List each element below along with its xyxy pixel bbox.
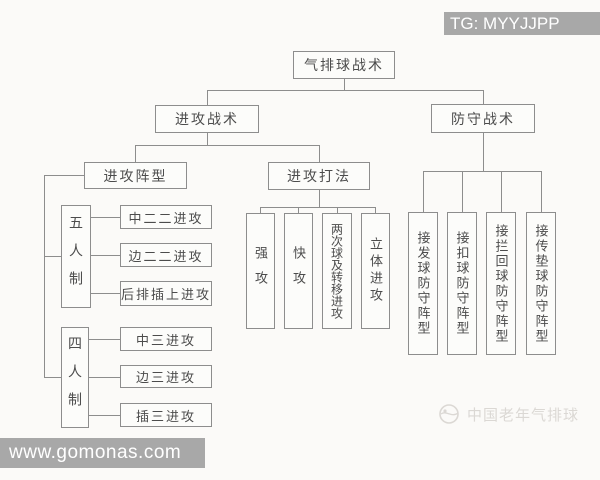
node-side-3-attack: 边三进攻: [120, 365, 212, 388]
connector-line: [207, 90, 208, 105]
brand-watermark-text: 中国老年气排球: [467, 406, 580, 424]
connector-line: [207, 90, 484, 91]
connector-line: [44, 175, 84, 176]
node-back-row-insert-attack: 后排插上进攻: [120, 281, 212, 306]
connector-line: [541, 171, 542, 212]
connector-line: [344, 79, 345, 90]
node-middle-3-attack: 中三进攻: [120, 327, 212, 351]
node-power-attack: 强攻: [246, 213, 275, 329]
node-side-2-2-attack: 边二二进攻: [120, 243, 212, 267]
watermark-top-right: TG: MYYJJPP: [444, 12, 600, 35]
connector-line: [91, 255, 120, 256]
connector-line: [89, 377, 120, 378]
connector-line: [207, 133, 208, 145]
connector-line: [337, 207, 338, 213]
connector-line: [44, 175, 45, 377]
connector-line: [135, 145, 136, 162]
connector-line: [375, 207, 376, 213]
node-middle-2-2-attack: 中二二进攻: [120, 205, 212, 229]
node-four-player-system: 四人制: [61, 327, 89, 428]
node-insert-3-attack: 插三进攻: [120, 403, 212, 427]
node-block-rebound-defense: 接拦回球防守阵型: [486, 212, 516, 355]
node-offense-methods: 进攻打法: [268, 162, 370, 190]
node-root: 气排球战术: [293, 51, 395, 79]
connector-line: [298, 207, 299, 213]
connector-line: [462, 171, 463, 212]
connector-line: [91, 293, 120, 294]
connector-line: [44, 377, 61, 378]
connector-line: [260, 207, 376, 208]
node-pass-dig-defense: 接传垫球防守阵型: [526, 212, 556, 355]
connector-line: [89, 339, 120, 340]
node-defense-tactics: 防守战术: [431, 104, 535, 133]
connector-line: [483, 90, 484, 104]
watermark-site-url: www.gomonas.com: [0, 438, 205, 468]
connector-line: [319, 145, 320, 162]
node-offense-formation: 进攻阵型: [84, 162, 187, 189]
node-serve-receive-defense: 接发球防守阵型: [408, 212, 438, 355]
node-offense-tactics: 进攻战术: [155, 105, 259, 133]
connector-line: [501, 171, 502, 212]
connector-line: [91, 217, 120, 218]
node-second-ball-transfer-attack: 两次球及转移进攻: [322, 213, 352, 329]
connector-line: [423, 171, 424, 212]
connector-line: [135, 145, 320, 146]
node-three-dimensional-attack: 立体进攻: [361, 213, 390, 329]
node-spike-receive-defense: 接扣球防守阵型: [447, 212, 477, 355]
node-quick-attack: 快攻: [284, 213, 313, 329]
connector-line: [483, 132, 484, 171]
connector-line: [423, 171, 542, 172]
connector-line: [260, 207, 261, 213]
panda-ball-logo-icon: [437, 402, 461, 426]
connector-line: [89, 415, 120, 416]
brand-watermark: 中国老年气排球: [437, 401, 579, 427]
connector-line: [319, 190, 320, 207]
node-five-player-system: 五人制: [61, 205, 91, 308]
connector-line: [44, 256, 61, 257]
